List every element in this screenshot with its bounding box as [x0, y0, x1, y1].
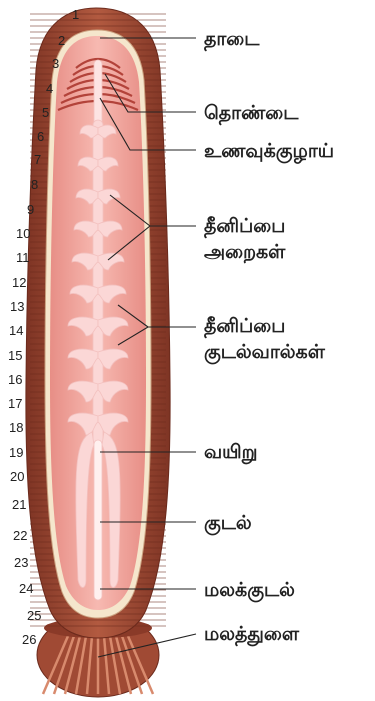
- segment-number: 20: [10, 469, 24, 484]
- segment-number: 18: [9, 420, 23, 435]
- segment-number: 5: [42, 105, 49, 120]
- label-rectum: மலக்குடல்: [204, 579, 295, 603]
- label-caeca-line1: தீனிப்பை: [204, 315, 285, 339]
- segment-number: 10: [16, 226, 30, 241]
- segment-number: 23: [14, 555, 28, 570]
- label-anus: மலத்துளை: [204, 623, 300, 647]
- segment-number: 24: [19, 581, 33, 596]
- segment-number: 8: [31, 177, 38, 192]
- segment-number: 14: [9, 323, 23, 338]
- segment-number: 16: [8, 372, 22, 387]
- segment-number: 3: [52, 56, 59, 71]
- segment-number: 7: [34, 152, 41, 167]
- segment-number: 4: [46, 81, 53, 96]
- segment-number: 22: [13, 528, 27, 543]
- segment-number: 17: [8, 396, 22, 411]
- segment-number: 26: [22, 632, 36, 647]
- label-crop-line2: அறைகள்: [204, 241, 286, 263]
- intestine-tube: [94, 440, 102, 600]
- label-stomach: வயிறு: [204, 441, 258, 465]
- segment-number: 19: [9, 445, 23, 460]
- label-pharynx: தொண்டை: [204, 102, 299, 126]
- segment-number: 6: [37, 129, 44, 144]
- label-esophagus: உணவுக்குழாய்: [204, 140, 334, 164]
- segment-number: 2: [58, 33, 65, 48]
- label-mouth: தாடை: [204, 28, 260, 52]
- segment-number: 11: [16, 250, 30, 265]
- label-crop-line1: தீனிப்பை: [204, 215, 285, 239]
- part-labels: தாடை தொண்டை உணவுக்குழாய் தீனிப்பை அறைகள்…: [204, 28, 334, 647]
- segment-number: 9: [27, 202, 34, 217]
- segment-number: 21: [12, 497, 26, 512]
- label-caeca-line2: குடல்வால்கள்: [204, 341, 326, 365]
- label-intestine: குடல்: [204, 512, 252, 536]
- crop-channel: [93, 120, 103, 450]
- segment-number: 15: [8, 348, 22, 363]
- segment-number: 1: [72, 7, 79, 22]
- segment-number: 12: [12, 275, 26, 290]
- segment-number: 25: [27, 608, 41, 623]
- segment-number: 13: [10, 299, 24, 314]
